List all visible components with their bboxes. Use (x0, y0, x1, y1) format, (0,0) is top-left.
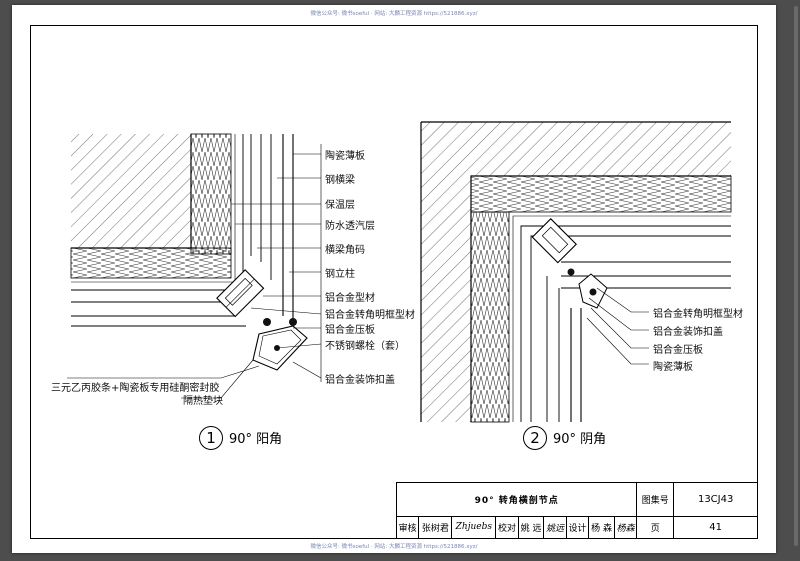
label-membrane: 防水透汽层 (325, 221, 375, 232)
label-sealant: 三元乙丙胶条+陶瓷板专用硅酮密封胶 (51, 383, 220, 394)
drawing-sheet: 微信公众号: 微书soeful · 网站: 大麟工程资源 https://521… (12, 5, 776, 553)
atlas-number: 13CJ43 (673, 482, 758, 517)
label2-ceramic-panel: 陶瓷薄板 (653, 362, 693, 373)
page-number: 41 (673, 515, 758, 540)
detail2-drawing (420, 121, 732, 423)
label-beam-bracket: 横梁角码 (325, 245, 365, 256)
watermark-bottom: 微信公众号: 微书soeful · 网站: 大麟工程资源 https://521… (310, 544, 478, 550)
watermark-top: 微信公众号: 微书soeful · 网站: 大麟工程资源 https://521… (310, 11, 478, 17)
label2-alu-press-plate: 铝合金压板 (653, 345, 703, 356)
reviewer: 张树君 (418, 515, 453, 540)
scrollbar[interactable] (794, 6, 798, 546)
detail2-caption-text: 90° 阴角 (553, 432, 607, 447)
detail1-drawing (67, 133, 322, 399)
checker: 姚 远 (517, 515, 545, 540)
label-alu-corner-frame: 铝合金转角明框型材 (325, 310, 415, 321)
detail1-caption-text: 90° 阳角 (229, 432, 283, 447)
detail1-caption: 1 90° 阳角 (199, 426, 282, 450)
label-insulation: 保温层 (325, 200, 355, 211)
label2-alu-cover: 铝合金装饰扣盖 (653, 327, 723, 338)
designer: 杨 森 (588, 515, 615, 540)
atlas-label: 图集号 (636, 482, 675, 517)
section-drawings (67, 121, 732, 423)
label-alu-profile: 铝合金型材 (325, 293, 375, 304)
label-alu-press-plate: 铝合金压板 (325, 325, 375, 336)
review-label: 审核 (395, 515, 420, 540)
detail2-caption: 2 90° 阴角 (523, 426, 606, 450)
detail2-number: 2 (523, 426, 547, 450)
label-ceramic-panel: 陶瓷薄板 (325, 151, 365, 162)
drawing-title: 90° 转角横剖节点 (395, 482, 638, 517)
check-label: 校对 (495, 515, 519, 540)
label-steel-beam: 钢横梁 (325, 175, 355, 186)
drawing-frame: 陶瓷薄板 钢横梁 保温层 防水透汽层 横梁角码 钢立柱 铝合金型材 铝合金转角明… (30, 25, 758, 539)
page-label: 页 (636, 515, 675, 540)
title-block: 90° 转角横剖节点 图集号 13CJ43 审核 张树君 Zhjuebs 校对 … (395, 482, 758, 540)
label-thermal-pad: 隔热垫块 (183, 396, 223, 407)
label-ss-bolt: 不锈钢螺栓（套） (325, 341, 405, 352)
label-alu-cover: 铝合金装饰扣盖 (325, 375, 395, 386)
detail1-number: 1 (199, 426, 223, 450)
reviewer-signature: Zhjuebs (451, 515, 497, 540)
checker-signature: 姚远 (543, 515, 567, 540)
label-steel-column: 钢立柱 (325, 269, 355, 280)
designer-signature: 杨森 (613, 515, 638, 540)
label2-alu-corner-frame: 铝合金转角明框型材 (653, 309, 743, 320)
design-label: 设计 (565, 515, 590, 540)
